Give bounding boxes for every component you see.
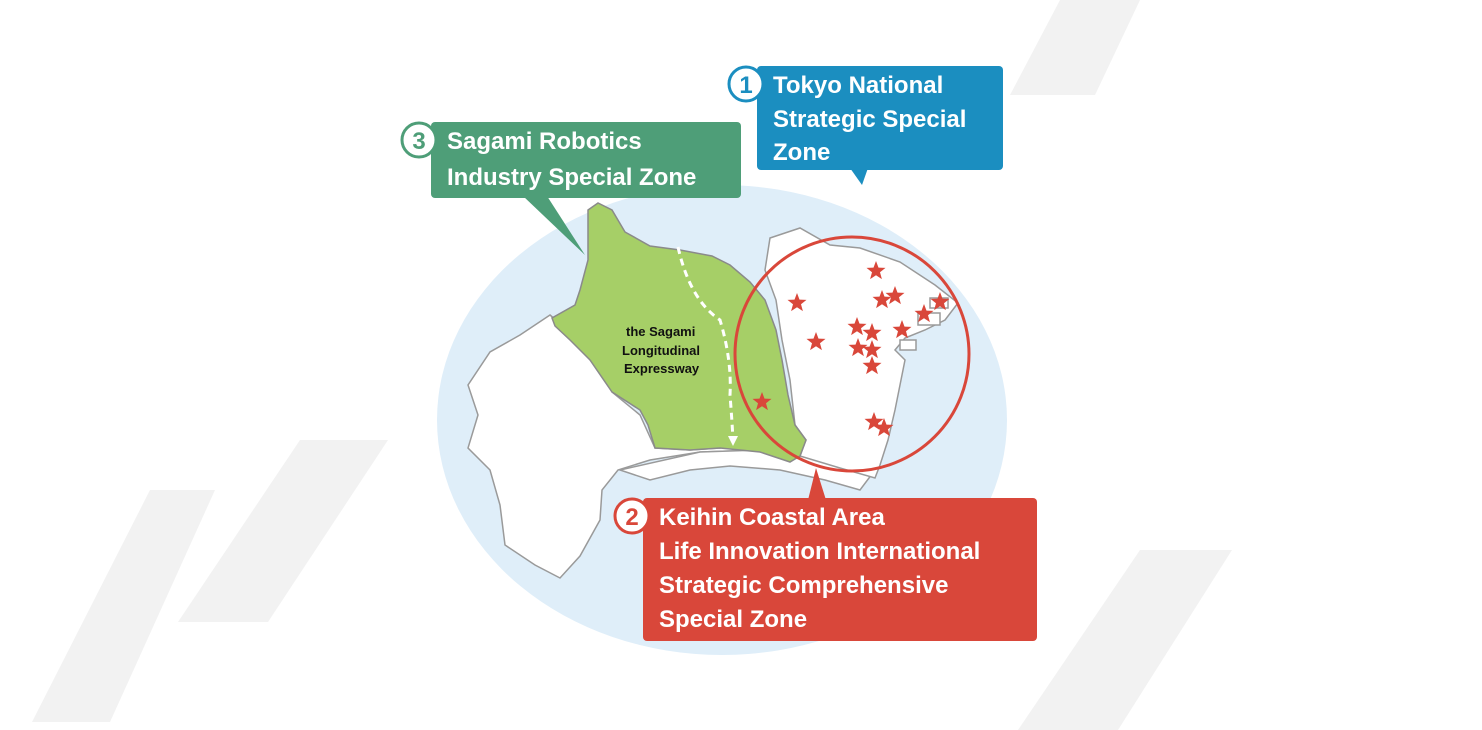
expressway-route [676,246,735,441]
keihin-zone-circle [733,235,971,473]
zone-number-badge [613,497,651,535]
background-stripe [1018,550,1232,730]
zone-markers [752,261,950,437]
star-icon [806,332,826,351]
zone-title-line: Strategic Comprehensive [659,572,948,599]
background-stripe [1010,0,1140,95]
star-icon [752,392,772,411]
zone-title-line: Life Innovation International [659,538,980,565]
star-icon [847,317,867,336]
star-icon [862,356,882,375]
callout-keihin-zone: 2 Keihin Coastal Area Life Innovation In… [613,468,1037,641]
zone-title-line: Keihin Coastal Area [659,504,885,531]
zone-number: 1 [739,72,752,99]
zone-number-badge [727,65,765,103]
star-icon [930,292,950,311]
background-stripes [32,0,1232,730]
road-label-line: Longitudinal [622,343,700,358]
road-label-line: the Sagami [626,324,695,339]
expressway-arrow-icon [728,436,738,446]
star-icon [866,261,886,280]
zone-title-line: Strategic Special [773,106,966,133]
zone-title-line: Zone [773,139,830,166]
zone-number: 3 [412,128,425,155]
star-icon [862,340,882,359]
zone-number: 2 [625,504,638,531]
star-icon [914,304,934,323]
zone-title: Keihin Coastal Area Life Innovation Inte… [659,504,987,633]
zone-title: Tokyo National Strategic Special Zone [773,72,973,166]
zone-number-badge [400,121,438,159]
zone-title-line: Sagami Robotics [447,128,642,155]
callout-sagami-zone: 3 Sagami Robotics Industry Special Zone [400,121,741,255]
zone-title: Sagami Robotics Industry Special Zone [447,128,696,191]
road-label: the Sagami Longitudinal Expressway [622,324,704,376]
star-icon [892,320,912,339]
background-stripe [32,490,215,722]
star-icon [848,338,868,357]
zone-title-line: Tokyo National [773,72,943,99]
road-label-line: Expressway [624,361,700,376]
zone-title-line: Special Zone [659,606,807,633]
star-icon [885,286,905,305]
star-icon [787,293,807,312]
callout-tokyo-zone: 1 Tokyo National Strategic Special Zone [727,65,1003,185]
star-icon [872,290,892,309]
star-icon [864,412,884,431]
star-icon [874,418,894,437]
zone-title-line: Industry Special Zone [447,164,696,191]
star-icon [862,323,882,342]
background-stripe [178,440,388,622]
